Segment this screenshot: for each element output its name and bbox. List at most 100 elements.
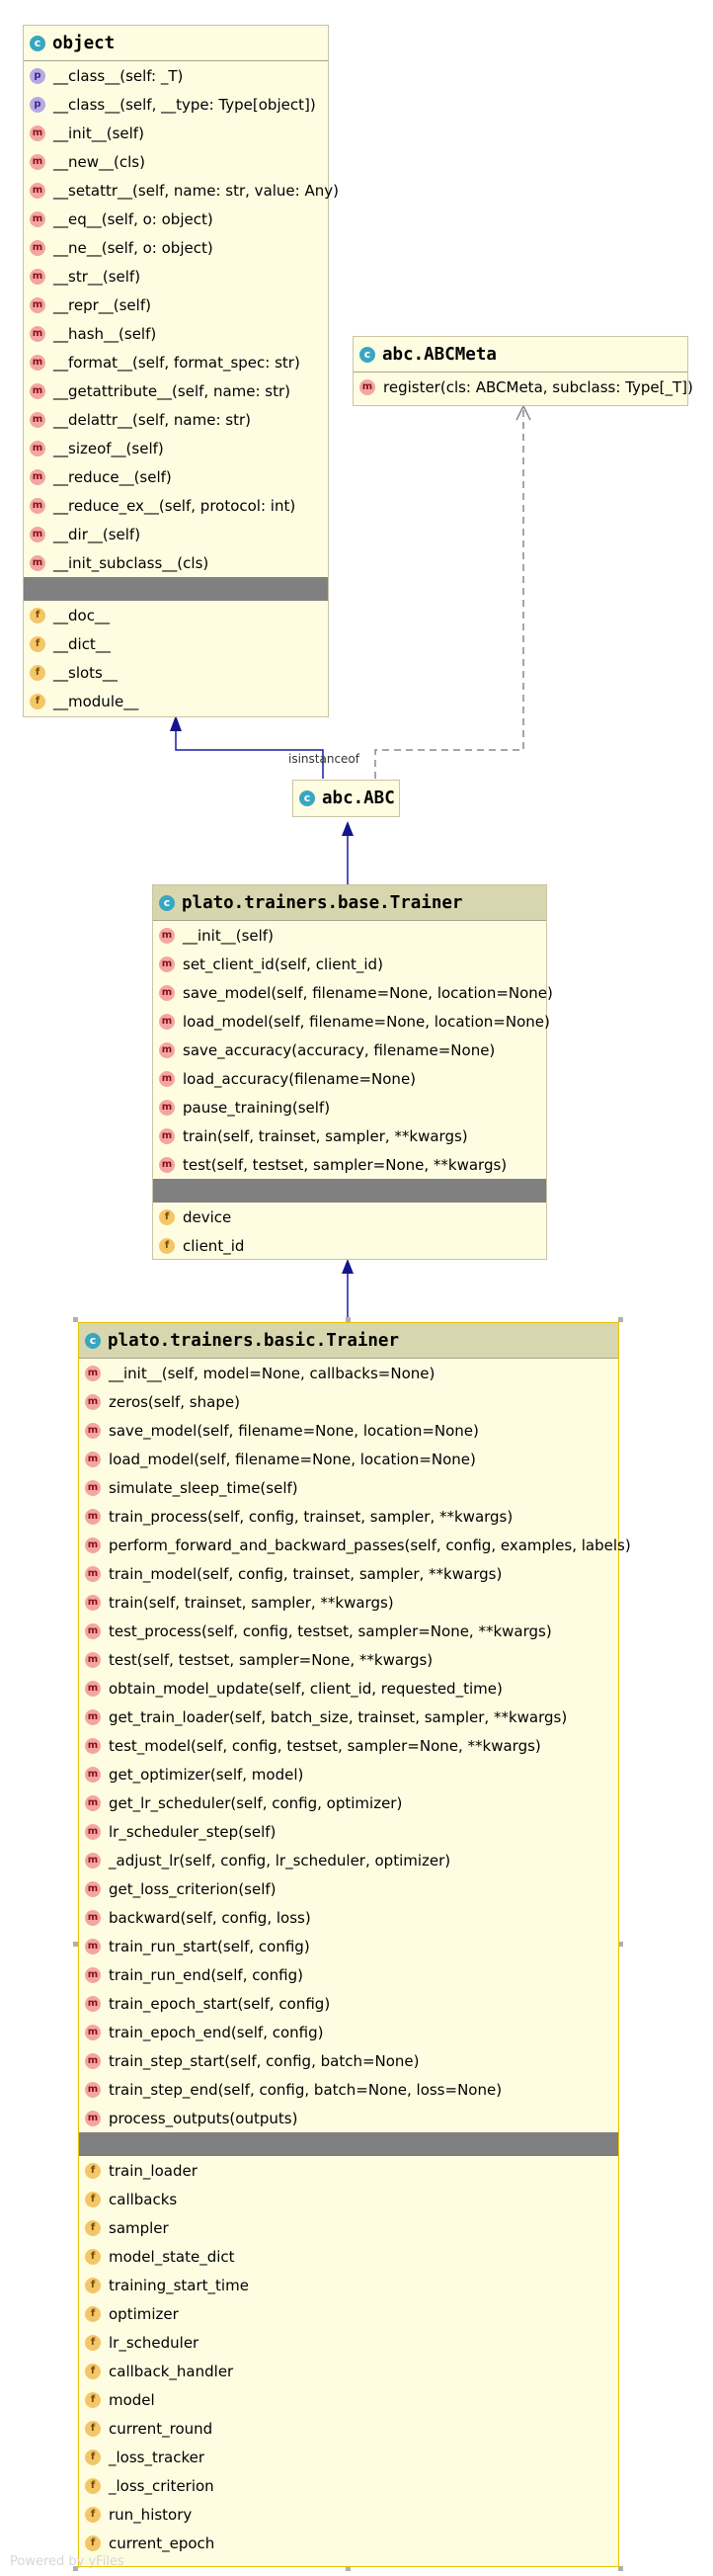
selection-handle[interactable] [73, 1942, 78, 1947]
method-row[interactable]: m__reduce_ex__(self, protocol: int) [24, 491, 328, 520]
method-signature: save_model(self, filename=None, location… [109, 1421, 479, 1440]
method-row[interactable]: m__repr__(self) [24, 291, 328, 319]
class-name: abc.ABC [322, 789, 395, 808]
selection-handle[interactable] [618, 1942, 623, 1947]
method-row[interactable]: m__sizeof__(self) [24, 434, 328, 462]
method-row[interactable]: m__eq__(self, o: object) [24, 205, 328, 233]
method-row[interactable]: m__init__(self) [153, 921, 546, 950]
method-row[interactable]: m__reduce__(self) [24, 462, 328, 491]
method-icon: m [85, 1823, 101, 1840]
selection-handle[interactable] [618, 2566, 623, 2571]
field-row[interactable]: f__module__ [24, 687, 328, 715]
method-row[interactable]: m__hash__(self) [24, 319, 328, 348]
class-object[interactable]: c object p__class__(self: _T)p__class__(… [23, 25, 339, 717]
method-row[interactable]: m__setattr__(self, name: str, value: Any… [24, 176, 339, 205]
field-row[interactable]: f__slots__ [24, 658, 328, 687]
field-row[interactable]: f_loss_criterion [79, 2471, 618, 2500]
method-row[interactable]: m__init__(self) [24, 119, 328, 147]
method-row[interactable]: m_adjust_lr(self, config, lr_scheduler, … [79, 1846, 618, 1874]
field-row[interactable]: f__doc__ [24, 601, 328, 629]
field-row[interactable]: f__dict__ [24, 629, 328, 658]
class-abc[interactable]: c abc.ABC [292, 780, 400, 817]
selection-handle[interactable] [346, 1317, 351, 1322]
field-icon: f [30, 664, 45, 681]
class-basic-trainer[interactable]: c plato.trainers.basic.Trainer m__init__… [78, 1322, 631, 2567]
method-icon: m [85, 1766, 101, 1783]
property-row[interactable]: p__class__(self: _T) [24, 61, 328, 90]
method-row[interactable]: m__new__(cls) [24, 147, 328, 176]
method-row[interactable]: m__str__(self) [24, 262, 328, 291]
method-row[interactable]: m__delattr__(self, name: str) [24, 405, 328, 434]
method-icon: m [30, 440, 45, 457]
method-signature: __new__(cls) [53, 152, 145, 171]
method-signature: train(self, trainset, sampler, **kwargs) [183, 1126, 468, 1145]
method-row[interactable]: m__getattribute__(self, name: str) [24, 376, 328, 405]
method-icon: m [85, 1737, 101, 1754]
selection-handle[interactable] [346, 2566, 351, 2571]
selection-handle[interactable] [73, 2566, 78, 2571]
selection-handle[interactable] [618, 1317, 623, 1322]
method-row[interactable]: m__dir__(self) [24, 520, 328, 548]
method-row[interactable]: m__init__(self, model=None, callbacks=No… [79, 1359, 618, 1387]
method-row[interactable]: m__format__(self, format_spec: str) [24, 348, 328, 376]
method-row[interactable]: m__ne__(self, o: object) [24, 233, 328, 262]
property-row[interactable]: p__class__(self, __type: Type[object]) [24, 90, 328, 119]
method-row[interactable]: m__init_subclass__(cls) [24, 548, 328, 577]
field-row[interactable]: f_loss_tracker [79, 2443, 618, 2471]
class-base-trainer[interactable]: c plato.trainers.base.Trainer m__init__(… [152, 884, 553, 1260]
field-icon: f [85, 2420, 101, 2437]
selection-handle[interactable] [73, 1317, 78, 1322]
field-name: model_state_dict [109, 2247, 235, 2266]
